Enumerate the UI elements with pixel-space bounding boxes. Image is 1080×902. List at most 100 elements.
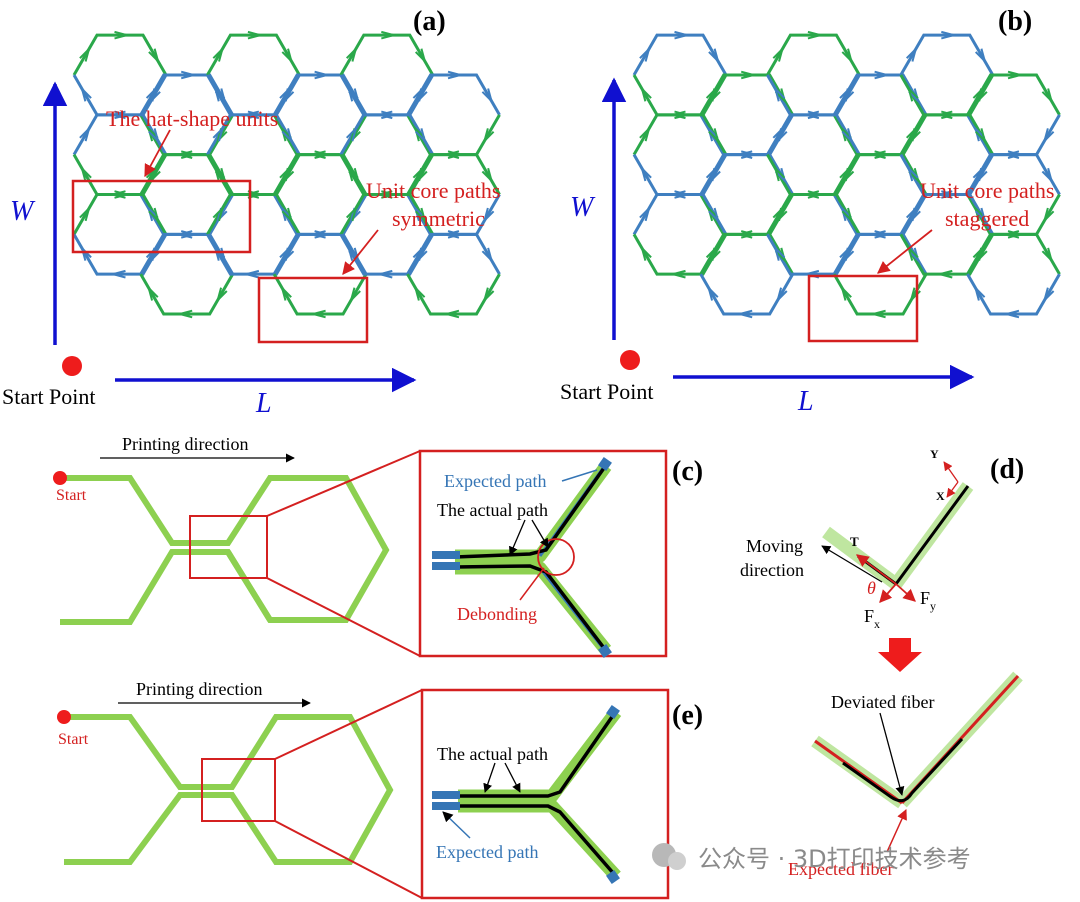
- w-axis-label-b: W: [570, 192, 596, 223]
- path-direction-arrowhead: [213, 165, 226, 182]
- fy-arrow: [895, 583, 916, 602]
- deviated-pointer: [879, 712, 905, 796]
- zoom-source-box-e: [201, 758, 276, 822]
- path-direction-arrowhead: [213, 244, 226, 261]
- hex-upper-edge: [206, 33, 301, 76]
- hat-unit-highlight: [71, 179, 252, 254]
- axis-y-label: Y: [930, 447, 939, 461]
- path-direction-arrowhead: [280, 125, 292, 142]
- path-direction-arrowhead: [772, 204, 785, 222]
- path-direction-arrowhead: [114, 190, 131, 199]
- path-direction-arrowhead: [79, 204, 91, 222]
- panel-e-label: (e): [672, 700, 703, 731]
- printing-direction-label-e: Printing direction: [136, 679, 262, 699]
- path-direction-arrowhead: [345, 204, 358, 222]
- path-direction-arrowhead: [145, 85, 158, 102]
- path-direction-arrowhead: [972, 165, 985, 182]
- path-direction-arrowhead: [669, 269, 686, 279]
- zoom-y-junction-e: [432, 705, 622, 884]
- path-direction-arrowhead: [247, 110, 265, 120]
- path-direction-arrowhead: [80, 85, 92, 102]
- path-direction-arrowhead: [973, 125, 986, 142]
- path-direction-arrowhead: [974, 128, 987, 145]
- path-direction-arrowhead: [348, 88, 361, 105]
- path-direction-arrowhead: [213, 85, 226, 102]
- path-direction-arrowhead: [412, 165, 425, 182]
- hex-upper-edge: [72, 33, 168, 76]
- actual-pointer-c-2: [531, 519, 549, 548]
- path-direction-arrowhead: [447, 230, 465, 239]
- panel-a-path-arrows: [79, 30, 495, 319]
- path-direction-arrowhead: [1007, 70, 1025, 80]
- path-direction-arrowhead: [280, 204, 292, 222]
- core-path-highlight-b: [807, 274, 919, 343]
- hex-lower-edge: [272, 273, 368, 316]
- path-direction-arrowhead: [905, 45, 918, 62]
- path-direction-arrowhead: [180, 70, 198, 80]
- path-direction-arrowhead: [740, 70, 758, 80]
- path-direction-arrowhead: [348, 247, 361, 264]
- path-direction-arrowhead: [740, 230, 758, 239]
- expected-fiber-label: Expected fiber: [788, 859, 893, 879]
- path-direction-arrowhead: [1041, 88, 1054, 105]
- path-direction-arrowhead: [349, 287, 361, 304]
- axis-x-d: [946, 481, 959, 498]
- path-direction-arrowhead: [708, 128, 720, 145]
- path-direction-arrowhead: [482, 128, 495, 145]
- path-direction-arrowhead: [414, 207, 427, 224]
- path-direction-arrowhead: [279, 244, 292, 261]
- path-direction-arrowhead: [639, 125, 651, 142]
- theta-label: θ: [867, 578, 876, 598]
- expected-pointer-c: [561, 469, 598, 482]
- path-direction-arrowhead: [640, 85, 652, 102]
- zoom-detail-box-c: [418, 449, 668, 658]
- panel-c-label: (c): [672, 456, 703, 487]
- path-direction-arrowhead: [974, 48, 987, 65]
- path-direction-arrowhead: [908, 88, 921, 105]
- path-direction-arrowhead: [80, 165, 92, 182]
- path-direction-arrowhead: [640, 165, 652, 182]
- start-dot-c: [53, 471, 67, 485]
- expected-path-label-e: Expected path: [436, 842, 538, 862]
- start-dot-e: [57, 710, 71, 724]
- path-direction-arrowhead: [314, 70, 332, 80]
- path-direction-arrowhead: [941, 30, 958, 40]
- core-annotation-line1-b: Unit core paths: [920, 178, 1054, 203]
- l-axis-label-a: L: [255, 388, 272, 419]
- core-path-highlight-a: [257, 276, 369, 344]
- expected-fiber-left: [814, 739, 903, 805]
- path-direction-arrowhead: [414, 48, 427, 65]
- path-direction-arrowhead: [974, 207, 987, 224]
- path-direction-arrowhead: [705, 244, 718, 261]
- panel-d: Y X T θ Moving direction Fx Fy Deviated …: [740, 447, 1024, 879]
- path-direction-arrowhead: [148, 207, 160, 224]
- path-direction-arrowhead: [414, 128, 427, 145]
- path-direction-arrowhead: [148, 128, 160, 145]
- axis-y-d: [943, 461, 959, 483]
- path-direction-arrowhead: [146, 284, 159, 301]
- path-direction-arrowhead: [314, 150, 332, 159]
- start-label-c: Start: [56, 487, 87, 504]
- path-direction-arrowhead: [381, 190, 398, 199]
- zoom-connector-top-c: [266, 450, 421, 517]
- path-direction-arrowhead: [639, 45, 651, 62]
- printed-path-upper-e: [64, 714, 394, 865]
- path-direction-arrowhead: [708, 207, 720, 224]
- path-direction-arrowhead: [773, 165, 786, 182]
- actual-pointer-e-1: [483, 762, 496, 793]
- path-direction-arrowhead: [774, 167, 787, 185]
- l-axis-label-b: L: [797, 386, 814, 417]
- panel-a-label: (a): [413, 6, 446, 37]
- zoom-connector-bottom-c: [266, 577, 421, 657]
- printing-direction-label-c: Printing direction: [122, 434, 248, 454]
- path-direction-arrowhead: [674, 30, 691, 40]
- path-direction-arrowhead: [146, 125, 159, 142]
- path-direction-arrowhead: [973, 204, 986, 222]
- hex-lower-edge: [139, 273, 234, 316]
- path-direction-arrowhead: [212, 204, 225, 222]
- path-direction-arrowhead: [212, 45, 225, 62]
- path-direction-arrowhead: [447, 70, 465, 80]
- path-direction-arrowhead: [481, 167, 494, 185]
- path-direction-arrowhead: [840, 125, 852, 142]
- axis-x-label: X: [936, 489, 945, 503]
